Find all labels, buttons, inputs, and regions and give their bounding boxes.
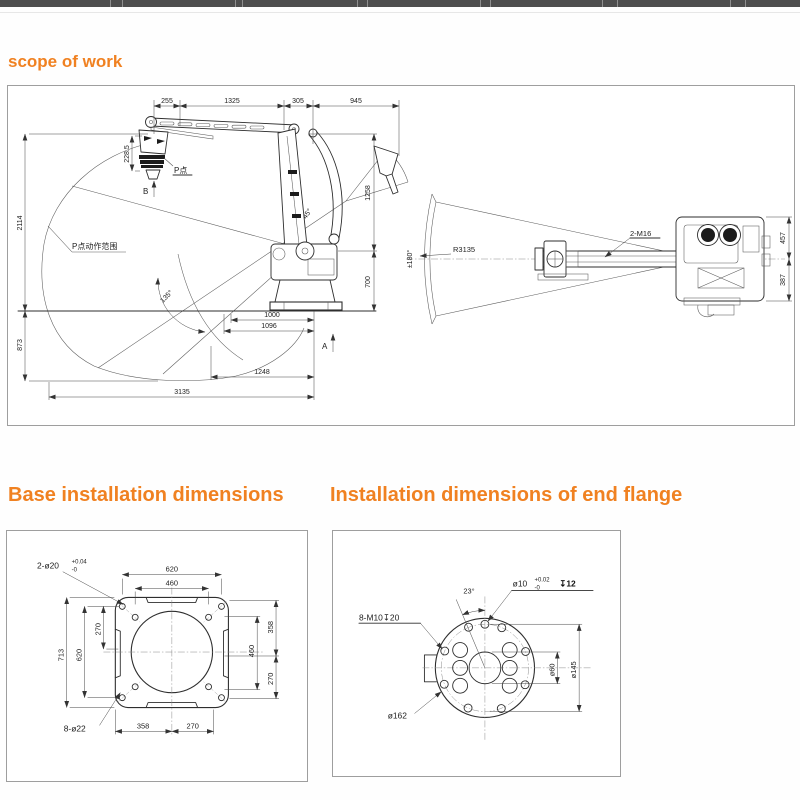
divider — [0, 12, 800, 13]
radius-label: R3135 — [453, 245, 475, 254]
dim-2114: 2114 — [17, 215, 24, 230]
section-title-scope: scope of work — [8, 52, 123, 71]
base-dimensions: 2-ø20 +0.04 -0 620 460 713 — [37, 560, 280, 735]
callout-2-d20-tol-minus: -0 — [72, 568, 78, 574]
dim-270-right: 270 — [266, 673, 275, 685]
side-view-drawing: 135° 45° P点动作范围 — [17, 98, 409, 400]
dim-387: 387 — [780, 274, 787, 286]
section-title-base: Base installation dimensions — [8, 484, 284, 506]
callout-2-d20-tol-plus: +0.04 — [72, 560, 88, 566]
callout-d10-tol-minus: -0 — [535, 586, 541, 592]
dim-700: 700 — [365, 276, 372, 288]
top-dimensions: 2-M16 457 387 — [604, 216, 792, 302]
dim-23deg: 23° — [463, 586, 474, 595]
section-b-label: B — [143, 187, 148, 196]
dim-1258: 1258 — [365, 185, 372, 201]
dim-270-left: 270 — [93, 623, 102, 635]
dim-305: 305 — [292, 98, 304, 105]
dim-945: 945 — [350, 98, 362, 105]
dim-620-left: 620 — [75, 649, 84, 661]
scope-drawing: 135° 45° P点动作范围 — [17, 98, 792, 400]
dim-d145: ø145 — [569, 661, 578, 678]
bolt-callout: 2-M16 — [630, 229, 651, 238]
callout-2-d20: 2-ø20 — [37, 561, 59, 571]
p-point-label: P点 — [174, 166, 187, 175]
dim-873: 873 — [17, 339, 24, 351]
robot-top-profile — [534, 216, 771, 317]
rotation-label: ±180° — [406, 250, 414, 269]
dim-1096: 1096 — [261, 323, 277, 330]
callout-8-m10: 8-M10↧20 — [359, 612, 400, 622]
dim-255: 255 — [161, 98, 173, 105]
base-dimensions-panel: 2-ø20 +0.04 -0 620 460 713 — [6, 530, 308, 782]
callout-d162: ø162 — [388, 710, 408, 720]
dim-d60: ø60 — [547, 663, 556, 676]
dim-358-right: 358 — [266, 621, 275, 633]
dim-457: 457 — [780, 232, 787, 244]
dim-620-top: 620 — [166, 565, 178, 574]
section-title-flange: Installation dimensions of end flange — [330, 484, 683, 506]
dim-270-bottom: 270 — [186, 721, 198, 730]
scope-of-work-panel: 135° 45° P点动作范围 — [7, 85, 795, 426]
callout-8-d22: 8-ø22 — [64, 723, 86, 733]
dim-1000: 1000 — [264, 312, 280, 319]
flange-dimensions-panel: 23° ø10 +0.02 -0 ↧12 8-M10↧20 ø162 ø60 — [332, 530, 621, 777]
base-drawing: 2-ø20 +0.04 -0 620 460 713 — [37, 560, 280, 737]
callout-d10-depth: ↧12 — [559, 579, 576, 589]
top-view-drawing: ±180° R3135 — [406, 193, 792, 325]
dim-713-left: 713 — [57, 649, 66, 661]
angle-135-label: 135° — [159, 288, 175, 304]
flange-dimensions: 23° ø10 +0.02 -0 ↧12 8-M10↧20 ø162 ø60 — [358, 578, 594, 720]
side-dimensions: 255 1325 305 945 2114 873 228.5 — [17, 98, 400, 400]
dim-460-top: 460 — [166, 579, 178, 588]
dim-358-bottom: 358 — [137, 721, 149, 730]
dim-460-right: 460 — [247, 645, 256, 657]
callout-d10: ø10 — [513, 579, 528, 589]
dim-1325: 1325 — [224, 98, 240, 105]
callout-d10-tol-plus: +0.02 — [535, 578, 550, 584]
dim-1248: 1248 — [254, 369, 270, 376]
table-bottom-edge — [0, 0, 800, 7]
flange-face — [422, 596, 592, 742]
dim-228-5: 228.5 — [124, 145, 131, 163]
dim-3135: 3135 — [174, 389, 190, 396]
p-range-label: P点动作范围 — [72, 241, 117, 251]
flange-drawing: 23° ø10 +0.02 -0 ↧12 8-M10↧20 ø162 ø60 — [358, 578, 594, 742]
base-plate — [103, 587, 265, 737]
robot-side-profile: P点 B — [17, 116, 409, 312]
section-a-label: A — [322, 342, 328, 351]
